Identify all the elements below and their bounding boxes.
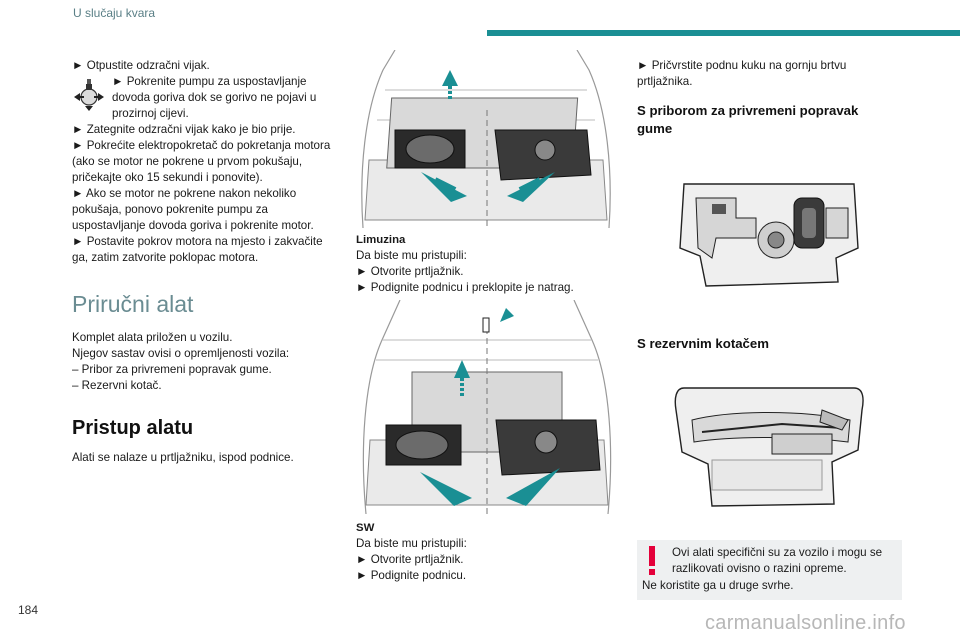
limuzina-intro: Da biste mu pristupili: <box>356 249 467 262</box>
column-left: ► Otpustite odzračni vijak. ► Pokrenite … <box>72 58 334 466</box>
step-loosen-bleed-screw: ► Otpustite odzračni vijak. <box>72 59 210 72</box>
step-starter: ► Pokrećite elektropokretač do pokretanj… <box>72 139 331 184</box>
tools-item-repair-kit: – Pribor za privremeni popravak gume. <box>72 363 272 376</box>
step-tighten: ► Zategnite odzračni vijak kako je bio p… <box>72 123 296 136</box>
tools-variant: Njegov sastav ovisi o opremljenosti vozi… <box>72 347 290 360</box>
illustration-spare-wheel-tray <box>674 387 864 507</box>
step-run-pump: ► Pokrenite pumpu za uspostavljanje dovo… <box>112 75 317 120</box>
section-title-tools: Priručni alat <box>72 291 194 317</box>
pump-step: ► Pokrenite pumpu za uspostavljanje dovo… <box>72 74 334 122</box>
watermark: carmanualsonline.info <box>705 612 906 634</box>
sw-instructions: SW Da biste mu pristupili: ► Otvorite pr… <box>356 520 606 584</box>
warning-text-usage: Ne koristite ga u druge svrhe. <box>642 579 794 592</box>
sw-intro: Da biste mu pristupili: <box>356 537 467 550</box>
illustration-limuzina-boot <box>361 50 611 228</box>
illustration-sw-boot <box>362 300 612 514</box>
warning-box <box>637 540 902 600</box>
lift-arrow-icon <box>421 172 467 202</box>
sw-step-lift: ► Podignite podnicu. <box>356 569 467 582</box>
tools-item-spare-wheel: – Rezervni kotač. <box>72 379 162 392</box>
limuzina-instructions: Limuzina Da biste mu pristupili: ► Otvor… <box>356 232 606 296</box>
column-right: ► Pričvrstite podnu kuku na gornju brtvu… <box>637 58 897 138</box>
access-text: Alati se nalaze u prtljažniku, ispod pod… <box>72 451 294 464</box>
header-section-title: U slučaju kvara <box>73 6 156 20</box>
step-cover: ► Postavite pokrov motora na mjesto i za… <box>72 235 323 264</box>
step-hook: ► Pričvrstite podnu kuku na gornju brtvu… <box>637 59 847 88</box>
warning-exclamation-icon <box>649 546 655 575</box>
limuzina-title: Limuzina <box>356 234 406 246</box>
limuzina-step-open: ► Otvorite prtljažnik. <box>356 265 464 278</box>
header-accent-bar <box>487 30 960 36</box>
page-number: 184 <box>18 603 39 617</box>
section-title-access: Pristup alatu <box>72 417 194 439</box>
title-spare-wheel: S rezervnim kotačem <box>637 336 769 351</box>
sw-title: SW <box>356 522 375 534</box>
step-retry: ► Ako se motor ne pokrene nakon nekoliko… <box>72 187 314 232</box>
warning-text: Ovi alati specifični su za vozilo i mogu… <box>672 546 883 575</box>
illustration-repair-kit-tray <box>679 183 859 287</box>
tools-intro: Komplet alata priložen u vozilu. <box>72 331 233 344</box>
sw-step-open: ► Otvorite prtljažnik. <box>356 553 464 566</box>
limuzina-step-lift: ► Podignite podnicu i preklopite je natr… <box>356 281 574 294</box>
fuel-pump-icon <box>74 79 104 111</box>
title-repair-kit: S priborom za privremeni popravak gume <box>637 103 859 136</box>
